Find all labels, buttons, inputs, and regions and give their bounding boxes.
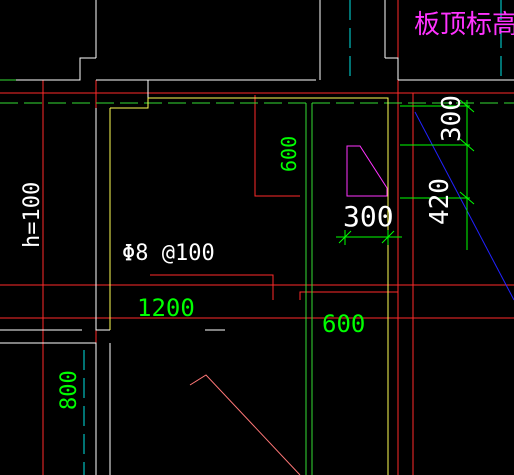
dim-800-vertical: 800 [57,370,82,410]
hidden-lines [83,0,502,475]
dim-600-vertical: 600 [277,136,301,172]
dim-420-vertical: 420 [425,178,455,225]
section-line [414,111,514,301]
dim-300-vertical: 300 [437,95,467,142]
dim-600-horizontal: 600 [322,310,365,338]
slab-level-label: 板顶标高4 [414,10,514,40]
dim-300-horizontal: 300 [343,200,394,233]
stair-diagonal [189,374,301,475]
rebar-lines [109,97,389,475]
rebar-spec-label: Φ8 @100 [122,241,215,266]
dimension-lines [336,99,475,250]
slab-edges [0,79,514,475]
dim-1200: 1200 [137,294,195,322]
triangle-detail-icon [346,145,388,197]
thickness-label: h=100 [20,182,45,248]
